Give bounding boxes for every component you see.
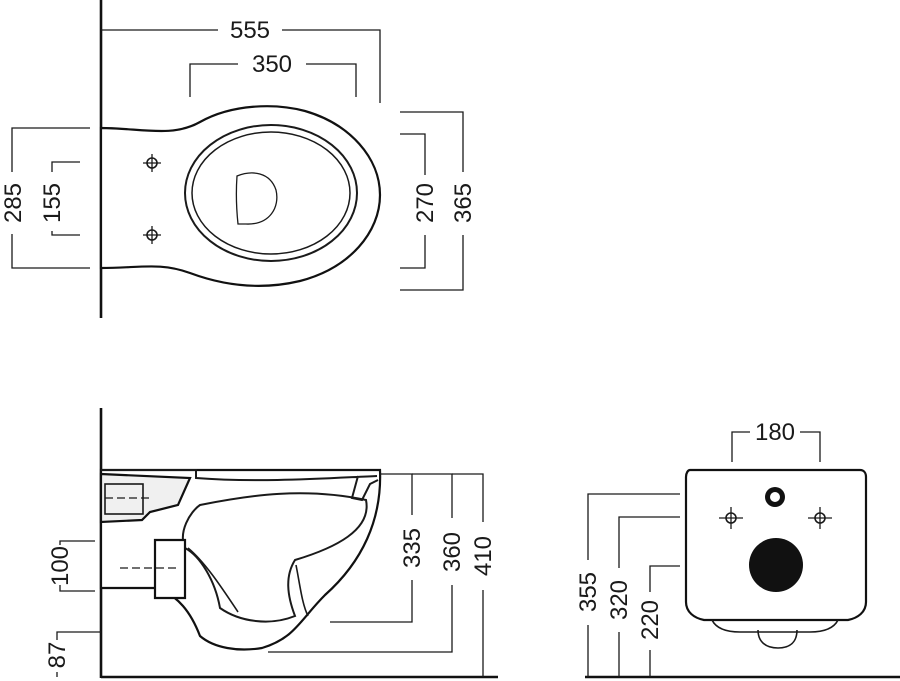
- dim-555: 555: [101, 17, 381, 103]
- flush-inlet-rear-icon: [765, 487, 785, 507]
- dim-285: 285: [0, 127, 90, 269]
- dim-label-320: 320: [606, 580, 633, 620]
- trap-bottom-rear: [711, 619, 839, 649]
- dim-label-220: 220: [637, 600, 664, 640]
- dim-label-410: 410: [470, 536, 497, 576]
- fixing-hole-upper-icon: [143, 154, 161, 172]
- fixing-hole-right-rear-icon: [808, 507, 832, 529]
- dim-155: 155: [39, 161, 80, 236]
- dim-270: 270: [400, 133, 439, 269]
- dim-label-555: 555: [230, 17, 270, 44]
- dim-100: 100: [47, 540, 95, 592]
- inner-bowl-side: [181, 492, 368, 623]
- dim-label-155: 155: [39, 183, 66, 223]
- dim-label-285: 285: [0, 183, 27, 223]
- dim-label-100: 100: [47, 546, 74, 586]
- dim-label-365: 365: [450, 183, 477, 223]
- dim-label-87: 87: [44, 642, 71, 669]
- rear-view: 180 355 320 220: [575, 419, 900, 679]
- dim-355: 355: [575, 493, 680, 677]
- fixing-hole-lower-icon: [143, 226, 161, 244]
- dim-350: 350: [189, 51, 357, 97]
- flush-pipe-side: [104, 483, 144, 515]
- waste-outlet-rear: [749, 538, 803, 592]
- fixing-hole-left-rear-icon: [719, 507, 743, 529]
- bowl-outline-side: [99, 468, 382, 651]
- trap-channel-side: [187, 547, 309, 617]
- flush-outlet-outline: [235, 172, 278, 225]
- dim-220: 220: [637, 565, 680, 677]
- dim-label-360: 360: [439, 532, 466, 572]
- bowl-outline-top: [99, 105, 382, 287]
- waste-outlet-side: [153, 538, 187, 600]
- dim-180: 180: [731, 419, 821, 462]
- dim-410: 410: [452, 473, 497, 677]
- dim-label-180: 180: [755, 419, 795, 446]
- seat-opening-inner: [191, 131, 351, 255]
- dim-335: 335: [330, 473, 426, 623]
- dim-87: 87: [44, 631, 101, 677]
- dim-label-355: 355: [575, 572, 602, 612]
- dim-label-350: 350: [252, 51, 292, 78]
- dim-label-335: 335: [399, 528, 426, 568]
- dim-label-270: 270: [412, 183, 439, 223]
- dim-365: 365: [400, 111, 477, 291]
- side-view: 335 360 410 100 87: [44, 408, 498, 679]
- top-view: 555 350 270 365 285 155: [0, 0, 477, 318]
- dim-320: 320: [606, 516, 680, 677]
- seat-opening: [184, 124, 358, 262]
